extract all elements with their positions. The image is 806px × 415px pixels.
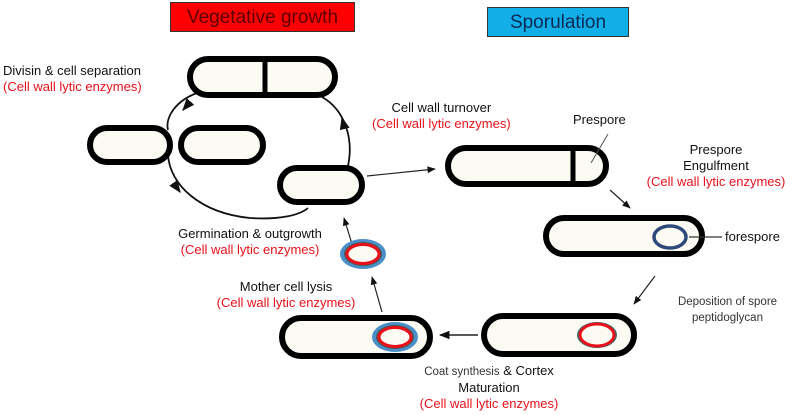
engulfment-title-1: Prespore xyxy=(689,142,743,157)
engulfment-title-2: Engulfment xyxy=(683,158,749,173)
turnover-label: Cell wall turnover (Cell wall lytic enzy… xyxy=(372,100,511,132)
division-label: Divisin & cell separation (Cell wall lyt… xyxy=(3,63,142,95)
division-title: Divisin & cell separation xyxy=(3,63,142,78)
deposition-label: Deposition of spore peptidoglycan xyxy=(660,294,795,326)
vegetative-growth-label: Vegetative growth xyxy=(186,7,339,28)
engulfment-cell xyxy=(543,215,705,257)
sporulation-header: Sporulation xyxy=(487,7,629,37)
lysis-enzyme: (Cell wall lytic enzymes) xyxy=(216,295,356,310)
forespore-shape xyxy=(652,224,688,250)
arc-division-to-separation xyxy=(166,91,201,131)
prespore-label: Prespore xyxy=(573,112,626,128)
forespore-label: forespore xyxy=(725,229,780,245)
vegetative-cell xyxy=(277,165,365,205)
dividing-cell xyxy=(187,56,338,98)
vegetative-cycle-arrows xyxy=(166,91,351,220)
arc-growth-to-division xyxy=(321,96,351,171)
free-spore xyxy=(340,239,386,269)
lysis-title: Mother cell lysis xyxy=(239,279,333,294)
asymmetric-septum-cell xyxy=(445,145,609,187)
arrow-to-deposition xyxy=(633,275,656,305)
engulfment-label: Prespore Engulfment (Cell wall lytic enz… xyxy=(627,142,805,190)
maturation-cortex: & Cortex xyxy=(499,363,554,378)
turnover-enzyme: (Cell wall lytic enzymes) xyxy=(372,116,511,131)
vegetative-growth-header: Vegetative growth xyxy=(170,2,355,32)
germination-title: Germination & outgrowth xyxy=(178,226,322,241)
forespore-title: forespore xyxy=(725,229,780,244)
arrow-to-engulfment xyxy=(609,189,631,209)
germination-enzyme: (Cell wall lytic enzymes) xyxy=(180,242,320,257)
prespore-pointer xyxy=(590,133,609,164)
deposition-line-2: peptidoglycan xyxy=(692,312,763,324)
division-enzyme: (Cell wall lytic enzymes) xyxy=(3,79,142,94)
germination-label: Germination & outgrowth (Cell wall lytic… xyxy=(160,226,340,258)
arrow-to-free-spore xyxy=(370,276,383,313)
prespore-title: Prespore xyxy=(573,112,626,127)
engulfment-enzyme: (Cell wall lytic enzymes) xyxy=(646,174,786,189)
maturation-label: Coat synthesis & Cortex Maturation (Cell… xyxy=(400,363,578,412)
maturation-line-2: Maturation xyxy=(458,380,520,395)
turnover-title: Cell wall turnover xyxy=(391,100,492,115)
cortex-deposition-cell xyxy=(481,313,637,357)
lysis-label: Mother cell lysis (Cell wall lytic enzym… xyxy=(197,279,375,311)
arrow-to-prespore xyxy=(366,166,436,177)
maturation-enzyme: (Cell wall lytic enzymes) xyxy=(419,396,559,411)
mature-spore-cell xyxy=(279,315,433,359)
daughter-cell-left xyxy=(87,125,173,165)
maturation-coat: Coat synthesis xyxy=(424,366,500,378)
arrow-to-germination xyxy=(343,217,353,245)
sporulation-label: Sporulation xyxy=(509,12,607,33)
deposition-line-1: Deposition of spore xyxy=(677,296,778,308)
daughter-cell-right xyxy=(178,125,266,165)
arc-separation-to-growth xyxy=(167,154,309,220)
